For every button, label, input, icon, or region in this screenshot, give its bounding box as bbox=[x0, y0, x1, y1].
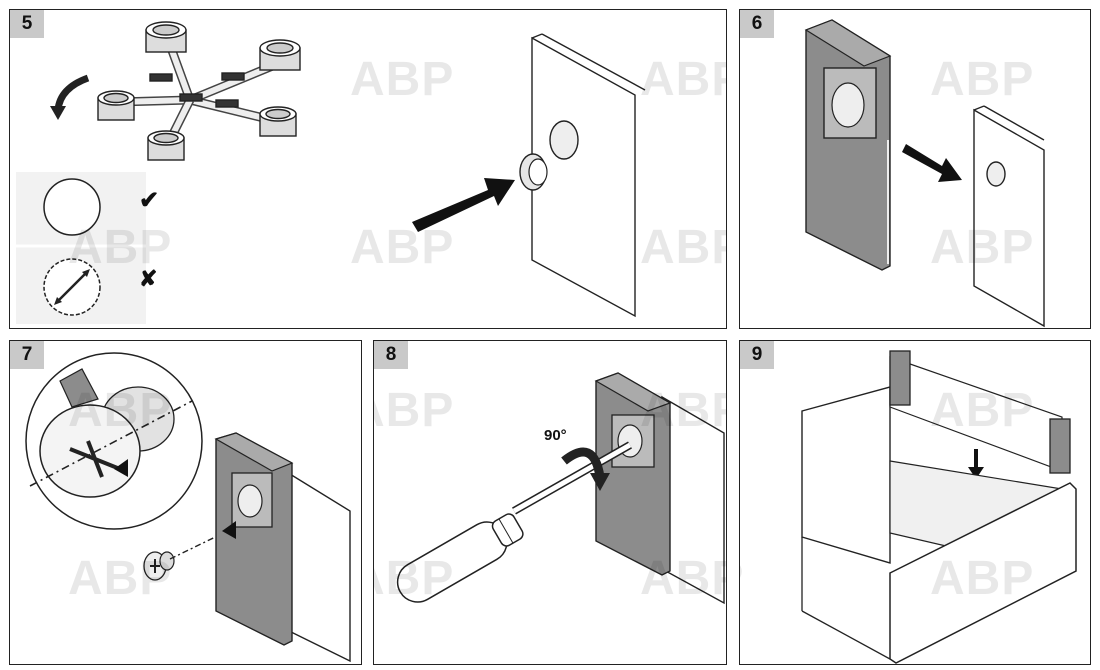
step-7-illustration bbox=[25, 352, 351, 663]
step-number-7: 7 bbox=[10, 341, 44, 369]
panel-step-5: 5 bbox=[9, 9, 727, 329]
step-number-8: 8 bbox=[374, 341, 408, 369]
step-6-illustration bbox=[804, 19, 1045, 328]
step-number-6: 6 bbox=[740, 10, 774, 38]
step-5-illustration bbox=[16, 21, 646, 324]
step-number-5: 5 bbox=[10, 10, 44, 38]
step-number-9: 9 bbox=[740, 341, 774, 369]
panel-step-8: 8 90° ABP ABP ABP ABP bbox=[373, 340, 727, 665]
panel-step-6: 6 ABP ABP bbox=[739, 9, 1091, 329]
step-9-illustration bbox=[801, 350, 1077, 664]
step-8-illustration bbox=[396, 372, 725, 605]
rotation-angle-label: 90° bbox=[544, 427, 567, 444]
panel-step-7: 7 ABP ABP bbox=[9, 340, 362, 665]
panel-step-9: 9 ABP ABP ABP bbox=[739, 340, 1091, 665]
